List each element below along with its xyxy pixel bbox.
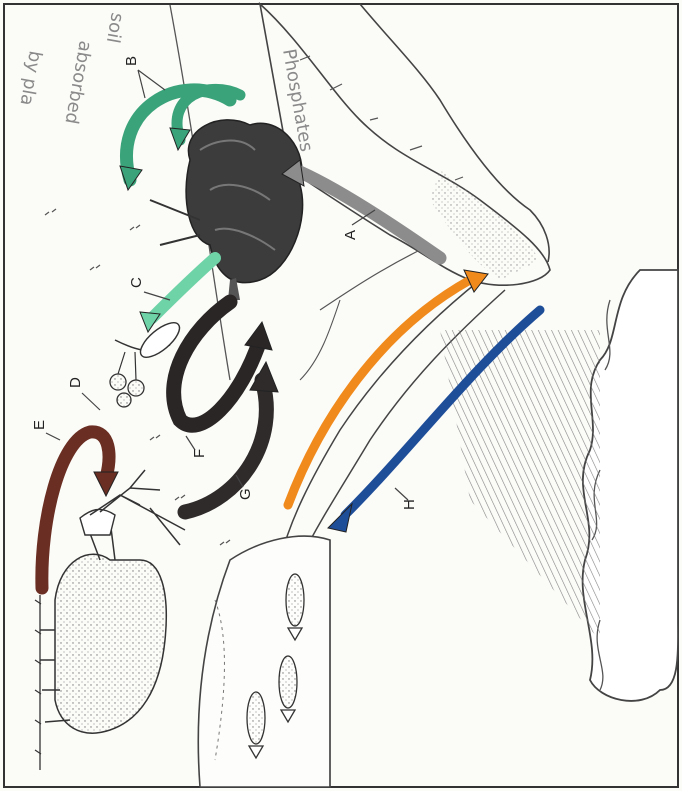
rain-streaks (440, 330, 600, 640)
tree (150, 120, 303, 300)
soil-line-2 (300, 300, 340, 380)
fish-icon (286, 574, 304, 640)
handwritten-by-plants: by pla (15, 49, 45, 107)
label-c: C (128, 277, 145, 288)
label-e: E (31, 420, 48, 430)
fish-icon (279, 656, 297, 722)
label-d: D (67, 377, 84, 388)
label-f: F (191, 449, 208, 458)
label-h: H (401, 499, 418, 510)
handwritten-soil: soil (102, 11, 128, 45)
lake (198, 536, 330, 787)
label-g: G (237, 488, 254, 500)
handwritten-absorbed: absorbed (60, 39, 95, 126)
label-b: B (123, 56, 140, 66)
arrow-f (174, 302, 272, 425)
deer-icon (35, 470, 185, 770)
arrow-a (282, 160, 440, 258)
fish-icon (247, 692, 265, 758)
label-a: A (342, 230, 359, 240)
